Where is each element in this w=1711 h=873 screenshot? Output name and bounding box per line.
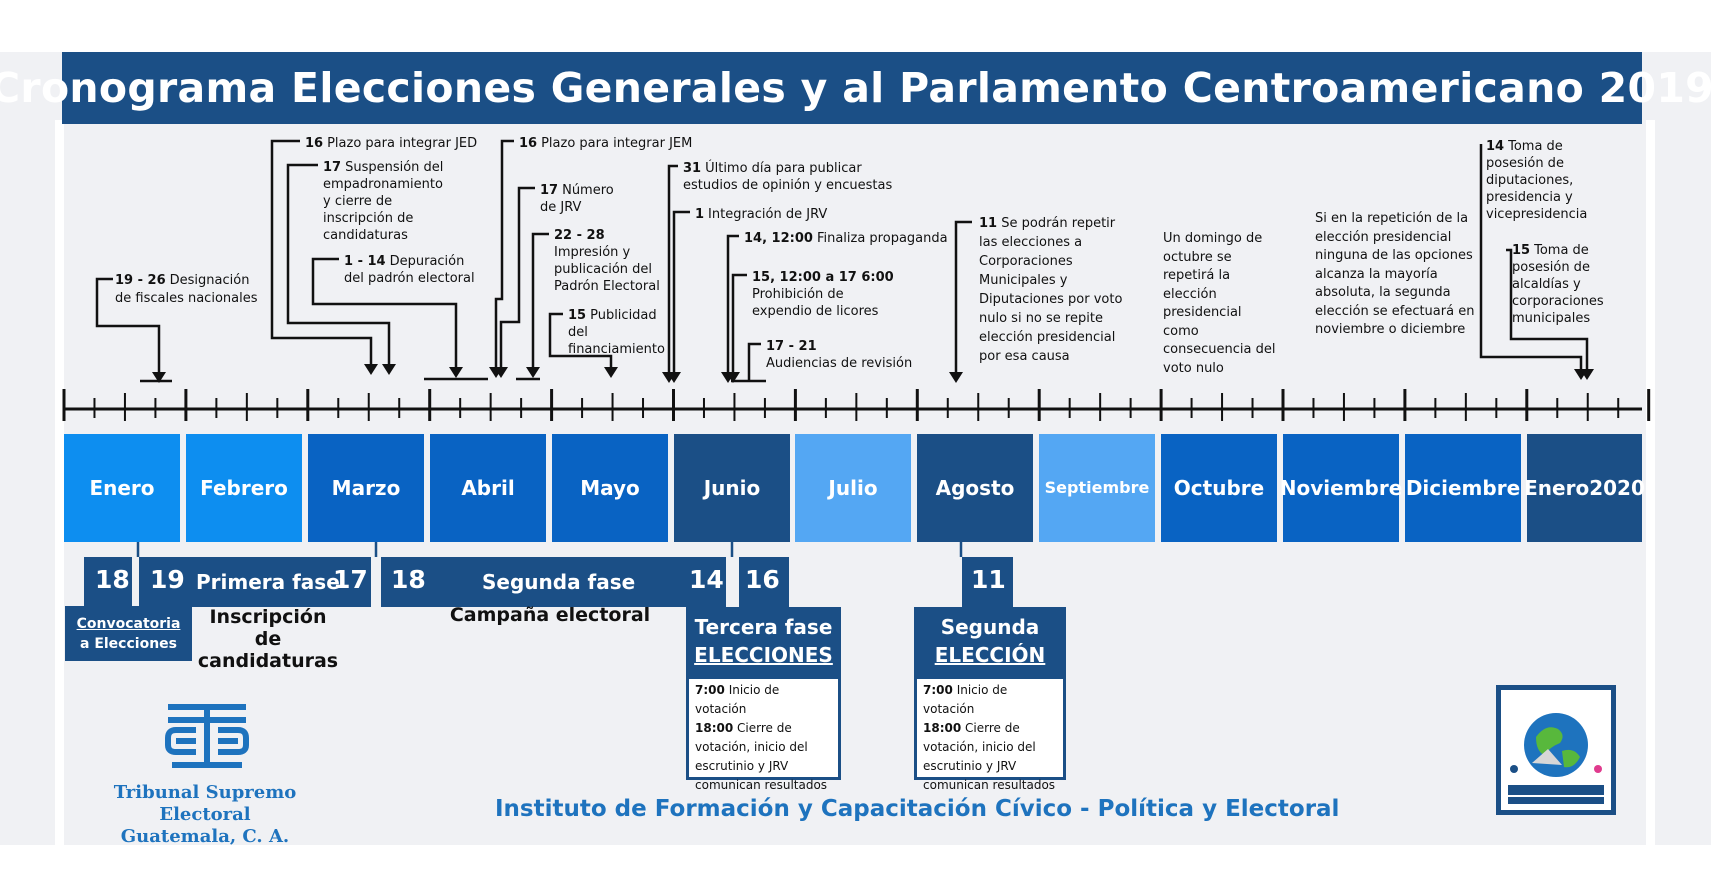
column-divider — [1646, 120, 1655, 845]
page-title: Cronograma Elecciones Generales y al Par… — [0, 52, 1711, 124]
elecciones-2019-badge-icon — [1496, 685, 1616, 815]
date-number: 18 — [391, 565, 426, 594]
month-febrero: Febrero — [186, 434, 302, 542]
month-mayo: Mayo — [552, 434, 668, 542]
month-abril: Abril — [430, 434, 546, 542]
segunda-eleccion-details: 7:00 Inicio de votación 18:00 Cierre de … — [914, 676, 1066, 792]
month-junio: Junio — [674, 434, 790, 542]
phase-bar-primera — [139, 557, 371, 607]
month-enero: Enero — [64, 434, 180, 542]
timeline-ticks — [62, 389, 1651, 421]
phase-label-primera: Primera fase — [196, 570, 340, 594]
month-diciembre: Diciembre — [1405, 434, 1521, 542]
date-number: 14 — [689, 565, 724, 594]
month-julio: Julio — [795, 434, 911, 542]
month-agosto: Agosto — [917, 434, 1033, 542]
date-number: 16 — [745, 565, 780, 594]
month-label-line: Enero — [1524, 476, 1590, 500]
annotation-leaders — [95, 139, 1589, 383]
annotation-audiencias: 17 - 21 Audiencias de revisión — [766, 339, 913, 371]
phase-connectors — [136, 542, 963, 557]
date-number: 18 — [95, 565, 130, 594]
phase-bar-convocatoria — [84, 557, 132, 607]
month-noviembre: Noviembre — [1280, 434, 1402, 542]
month-septiembre: Septiembre — [1039, 434, 1155, 542]
arrowheads — [152, 364, 1594, 383]
footer-institute: Instituto de Formación y Capacitación Cí… — [495, 796, 1340, 822]
phase-bar-tercera — [739, 557, 789, 607]
phase-caption-campana: Campaña electoral — [449, 604, 651, 626]
column-divider — [55, 120, 64, 845]
month-label-line: 2020 — [1589, 476, 1645, 500]
date-number: 19 — [150, 565, 185, 594]
date-number: 11 — [971, 565, 1006, 594]
phase-bar-segunda-eleccion — [962, 557, 1013, 607]
date-number: 17 — [333, 565, 368, 594]
phase-label-segunda: Segunda fase — [482, 570, 636, 594]
month-marzo: Marzo — [308, 434, 424, 542]
phase-bar-segunda — [381, 557, 726, 607]
month-octubre: Octubre — [1161, 434, 1277, 542]
tercera-fase-details: 7:00 Inicio de votación 18:00 Cierre de … — [686, 676, 841, 792]
